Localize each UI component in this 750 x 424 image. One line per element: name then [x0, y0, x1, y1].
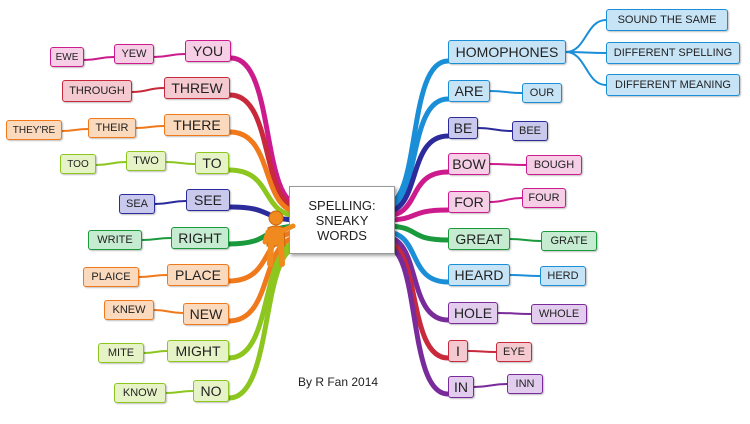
link-bow-bough: [489, 163, 527, 166]
node-heard: HEARD: [448, 264, 510, 286]
link-hole-whole: [497, 312, 532, 315]
branch-might: [226, 239, 303, 361]
node-ewe: EWE: [50, 47, 84, 67]
node-you: YOU: [185, 40, 231, 62]
branch-heard: [382, 229, 451, 285]
credit-text: By R Fan 2014: [298, 375, 379, 389]
node-might: MIGHT: [167, 340, 229, 362]
node-two: TWO: [126, 151, 166, 171]
link-you-yew: [153, 53, 186, 58]
node-great: GREAT: [448, 228, 510, 250]
node-grate: GRATE: [541, 231, 597, 251]
node-different-spelling: DIFFERENT SPELLING: [606, 42, 740, 64]
link-see-sea: [154, 200, 187, 205]
node-place: PLACE: [167, 264, 229, 286]
link-their-theyre: [61, 128, 89, 132]
link-are-our: [489, 90, 523, 94]
link-place-plaice: [138, 274, 168, 278]
node-homophones: HOMOPHONES: [448, 40, 566, 64]
branch-in: [382, 243, 451, 397]
link-great-grate: [509, 238, 542, 242]
link-there-their: [135, 125, 165, 129]
link-heard-herd: [509, 274, 541, 277]
node-for: FOR: [448, 191, 490, 213]
node-are: ARE: [448, 80, 490, 102]
central-line-1: SPELLING:: [308, 198, 376, 213]
link-yew-ewe: [83, 56, 115, 61]
branch-new: [226, 234, 303, 324]
node-eye: EYE: [496, 342, 532, 362]
branch-be: [382, 133, 451, 215]
node-plaice: PLAICE: [83, 267, 139, 287]
branch-bow: [382, 169, 451, 219]
node-bee: BEE: [512, 121, 548, 141]
node-whole: WHOLE: [531, 304, 587, 324]
node-our: OUR: [522, 83, 562, 103]
link-two-too: [95, 161, 127, 166]
link-new-knew: [153, 309, 184, 314]
link-in-inn: [473, 383, 508, 388]
link-for-four: [489, 197, 523, 203]
link-homophones-sound: [565, 19, 607, 53]
node-sea: SEA: [119, 194, 155, 214]
node-know: KNOW: [114, 383, 166, 403]
branch-place: [226, 229, 303, 284]
node-knew: KNEW: [104, 300, 154, 320]
node-through: THROUGH: [62, 80, 132, 102]
branch-homophones: [382, 58, 451, 208]
node-their: THEIR: [88, 118, 136, 138]
node-too: TOO: [60, 154, 96, 174]
central-line-3: WORDS: [317, 228, 367, 243]
branch-to: [226, 167, 303, 219]
link-to-two: [165, 161, 196, 165]
link-threw-through: [131, 87, 165, 93]
node-i: I: [448, 340, 468, 362]
node-threw: THREW: [164, 77, 230, 99]
branch-you: [228, 55, 303, 208]
node-write: WRITE: [88, 230, 142, 250]
link-homophones-meaning: [565, 51, 607, 86]
branch-no: [226, 243, 303, 401]
node-no: NO: [193, 380, 229, 402]
node-mite: MITE: [98, 343, 144, 363]
link-i-eye: [467, 350, 497, 353]
node-right: RIGHT: [171, 227, 229, 249]
branch-are: [382, 96, 451, 211]
node-sound-the-same: SOUND THE SAME: [606, 9, 728, 31]
node-hole: HOLE: [448, 302, 498, 324]
node-see: SEE: [186, 189, 230, 211]
node-bough: BOUGH: [526, 155, 582, 175]
node-new: NEW: [183, 303, 229, 325]
node-there: THERE: [164, 114, 230, 136]
central-topic: SPELLING: SNEAKY WORDS: [289, 186, 395, 254]
branch-threw: [227, 92, 303, 211]
node-different-meaning: DIFFERENT MEANING: [606, 74, 740, 96]
link-might-mite: [143, 350, 168, 354]
branch-there: [227, 129, 303, 215]
central-line-2: SNEAKY: [315, 213, 369, 228]
node-theyre: THEY'RE: [6, 120, 62, 140]
link-no-know: [165, 390, 194, 394]
node-in: IN: [448, 376, 474, 398]
node-yew: YEW: [114, 44, 154, 64]
node-to: TO: [195, 152, 229, 174]
node-bow: BOW: [448, 153, 490, 175]
node-inn: INN: [507, 374, 543, 394]
link-right-write: [141, 237, 172, 241]
branch-i: [382, 239, 451, 361]
presenter-figure-icon: [262, 210, 296, 267]
node-four: FOUR: [522, 188, 566, 208]
node-herd: HERD: [540, 266, 586, 286]
node-be: BE: [448, 117, 478, 139]
branch-hole: [382, 234, 451, 323]
link-be-bee: [477, 127, 513, 132]
